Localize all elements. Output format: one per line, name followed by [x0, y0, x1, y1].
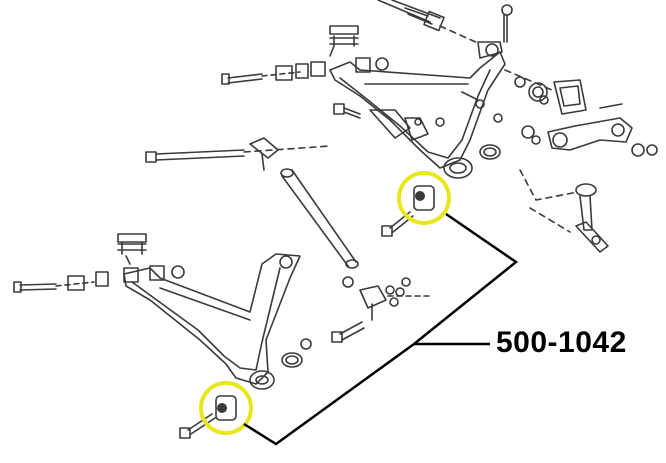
- lower-arm-lower-bolt: [179, 413, 216, 439]
- upper-bolt-left: [221, 71, 301, 85]
- leader-lines: [243, 212, 519, 446]
- upper-a-arm: [329, 41, 506, 179]
- steering-shaft: [377, 0, 481, 45]
- center-long-bolt: [145, 145, 331, 163]
- lower-a-arm: [123, 253, 301, 390]
- lower-bolt-left: [13, 281, 95, 293]
- tie-rod-end: [575, 183, 609, 253]
- center-lower-link: [331, 277, 431, 343]
- lower-circlip: [281, 338, 312, 368]
- lower-bracket: [117, 233, 147, 265]
- top-bolt: [501, 4, 513, 43]
- tie-link-bar: [249, 137, 359, 269]
- circlip-upper: [479, 144, 501, 160]
- ball-joint-housing: [528, 79, 587, 115]
- steering-arm: [521, 103, 658, 157]
- bushing-callout-upper: [397, 171, 451, 225]
- upper-bushing-parts: [275, 57, 389, 81]
- small-bolt-mid: [333, 103, 361, 119]
- upper-bracket: [329, 25, 359, 57]
- part-number-label: 500-1042: [496, 326, 627, 359]
- lower-bushing-parts: [67, 265, 185, 291]
- bushing-callout-lower: [199, 381, 253, 435]
